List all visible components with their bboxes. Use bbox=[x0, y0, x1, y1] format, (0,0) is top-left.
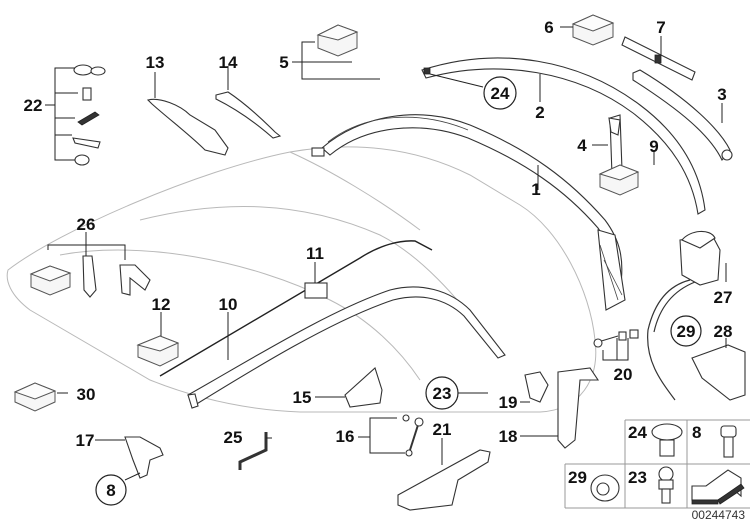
circled-callout-23: 23 bbox=[425, 376, 459, 410]
part-15-wedge bbox=[344, 367, 383, 408]
callout-10: 10 bbox=[219, 295, 238, 314]
cable-rod bbox=[159, 240, 433, 377]
callout-14: 14 bbox=[219, 53, 238, 72]
leader-lines bbox=[45, 26, 727, 481]
part-19-small-bracket bbox=[524, 371, 549, 403]
callout-13: 13 bbox=[146, 53, 165, 72]
callout-25: 25 bbox=[224, 428, 243, 447]
legend-cell-23: 23 bbox=[628, 466, 674, 504]
part-21-plate bbox=[397, 449, 491, 511]
callout-28: 28 bbox=[714, 322, 733, 341]
svg-text:29: 29 bbox=[677, 322, 696, 341]
callout-labels: 1 2 3 4 5 6 7 9 10 11 12 13 14 15 16 17 … bbox=[24, 18, 733, 450]
part-20-bolt-set bbox=[593, 329, 639, 348]
soft-top-outline bbox=[6, 146, 597, 413]
legend-cell-29: 29 bbox=[568, 468, 620, 502]
callout-17: 17 bbox=[76, 431, 95, 450]
svg-text:24: 24 bbox=[628, 423, 647, 442]
svg-text:29: 29 bbox=[568, 468, 587, 487]
part-30-box bbox=[13, 382, 57, 412]
part-1-frame-bow bbox=[311, 114, 626, 311]
callout-5: 5 bbox=[279, 53, 288, 72]
part-12-box bbox=[136, 335, 180, 367]
callout-21: 21 bbox=[433, 420, 452, 439]
callout-20: 20 bbox=[614, 365, 633, 384]
circled-callout-29: 29 bbox=[670, 315, 702, 347]
legend-cell-direction-arrow-icon bbox=[691, 469, 745, 505]
part-9-box bbox=[598, 164, 640, 196]
callout-16: 16 bbox=[336, 427, 355, 446]
callout-12: 12 bbox=[152, 295, 171, 314]
callout-7: 7 bbox=[656, 18, 665, 37]
callout-19: 19 bbox=[499, 393, 518, 412]
svg-text:23: 23 bbox=[433, 384, 452, 403]
svg-text:23: 23 bbox=[628, 468, 647, 487]
part-16-strut bbox=[402, 414, 424, 457]
diagram-reference-number: 00244743 bbox=[692, 508, 746, 522]
part-18-hinge-bracket bbox=[557, 367, 600, 449]
callout-11: 11 bbox=[306, 244, 324, 263]
part-13-hinge-arm bbox=[146, 98, 229, 156]
callout-18: 18 bbox=[499, 427, 518, 446]
part-5-box bbox=[316, 24, 359, 57]
svg-text:8: 8 bbox=[692, 423, 701, 442]
callout-6: 6 bbox=[544, 18, 553, 37]
part-6-box bbox=[571, 14, 615, 46]
part-3-seal-strip bbox=[632, 69, 733, 162]
part-17-bracket bbox=[124, 436, 164, 479]
callout-15: 15 bbox=[293, 388, 312, 407]
svg-text:24: 24 bbox=[491, 84, 510, 103]
part-boxes bbox=[13, 14, 640, 412]
part-28-plate bbox=[691, 344, 746, 401]
part-22-hardware bbox=[72, 64, 106, 166]
callout-27: 27 bbox=[714, 288, 733, 307]
legend-cell-8: 8 bbox=[692, 423, 737, 458]
part-25-bent-rod bbox=[238, 432, 268, 470]
part-27-lock bbox=[647, 230, 721, 401]
part-26-clips bbox=[82, 255, 151, 298]
callout-3: 3 bbox=[717, 85, 726, 104]
part-26-box bbox=[29, 265, 72, 296]
callout-2: 2 bbox=[535, 103, 544, 122]
legend-cell-24: 24 bbox=[628, 423, 683, 457]
svg-text:8: 8 bbox=[106, 481, 115, 500]
part-2-outer-rail bbox=[421, 57, 706, 215]
circled-callouts: 24 29 23 8 bbox=[95, 76, 702, 506]
callout-4: 4 bbox=[577, 136, 587, 155]
circled-callout-24: 24 bbox=[483, 76, 517, 110]
callout-1: 1 bbox=[531, 180, 540, 199]
callout-26: 26 bbox=[77, 215, 96, 234]
part-7-clip-strip bbox=[621, 36, 696, 81]
part-14-trim bbox=[215, 91, 282, 139]
callout-30: 30 bbox=[77, 385, 96, 404]
circled-callout-8: 8 bbox=[95, 474, 127, 506]
part-10-rear-bow bbox=[187, 286, 506, 409]
callout-22: 22 bbox=[24, 96, 43, 115]
callout-9: 9 bbox=[649, 137, 658, 156]
fastener-legend-grid: 24 8 29 23 bbox=[564, 419, 750, 509]
